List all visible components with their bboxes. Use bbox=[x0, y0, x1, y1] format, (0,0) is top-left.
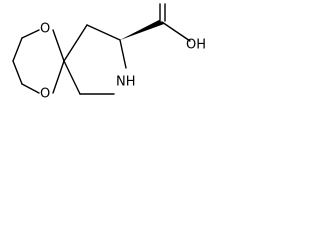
bond-stereocenter-nh bbox=[119, 39, 127, 69]
bond-carboxyl-oh bbox=[161, 21, 191, 42]
bond-spiro-o-bottom bbox=[52, 60, 65, 94]
bond-ch2-spiro bbox=[63, 60, 81, 95]
oxygen-bottom-label: O bbox=[40, 87, 50, 102]
bond-o-bottom-ch2 bbox=[21, 83, 40, 94]
bond-o-top-spiro bbox=[52, 29, 65, 62]
chemical-structure: O O NH OH bbox=[12, 3, 206, 102]
stereo-wedge-bond bbox=[120, 20, 164, 40]
bond-ch2-ch2 bbox=[12, 37, 23, 62]
hydroxyl-label: OH bbox=[186, 38, 206, 53]
nh-label: NH bbox=[116, 75, 136, 90]
bond-ch2-o-top bbox=[21, 29, 40, 39]
bond-spiro-ch2-top bbox=[63, 24, 88, 62]
bond-ch2-stereocenter bbox=[86, 24, 121, 41]
bond-ch2-ch2-lower bbox=[12, 60, 23, 85]
oxygen-top-label: O bbox=[40, 22, 50, 37]
